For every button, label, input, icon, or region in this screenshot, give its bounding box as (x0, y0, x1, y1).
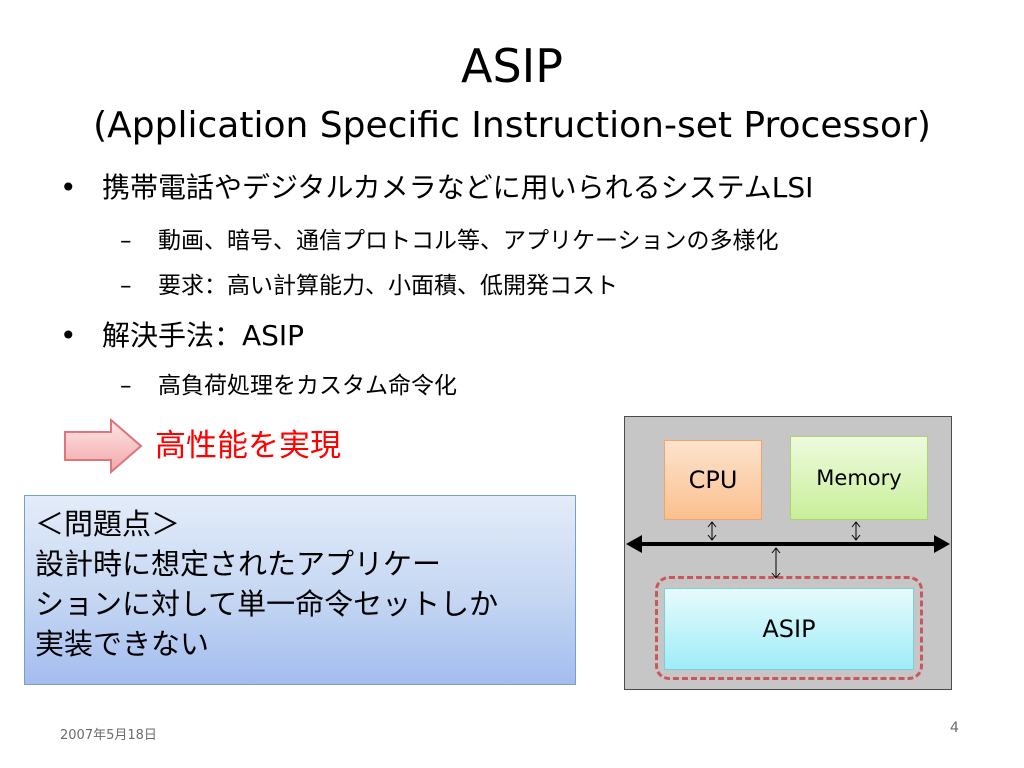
cpu-block: CPU (664, 440, 762, 520)
subbullet-text: 動画、暗号、通信プロトコル等、アプリケーションの多様化 (158, 228, 779, 254)
asip-block: ASIP (664, 588, 914, 670)
cpu-label: CPU (688, 466, 738, 494)
bus-connections (626, 521, 950, 579)
system-bus-arrow (626, 535, 950, 553)
problem-box: ＜問題点＞ 設計時に想定されたアプリケー ションに対して単一命令セットしか 実装… (24, 495, 576, 685)
problem-line: ションに対して単一命令セットしか (35, 587, 499, 621)
subbullet-requirements: – 要求：高い計算能力、小面積、低開発コスト (120, 266, 618, 300)
subbullet-text: 要求：高い計算能力、小面積、低開発コスト (158, 273, 618, 299)
slide-title: ASIP (461, 39, 563, 93)
subbullet-mark: – (120, 228, 132, 254)
cpu-bus-link-arrow (707, 521, 717, 541)
subbullet-mark: – (120, 373, 132, 399)
problem-heading: ＜問題点＞ (35, 507, 181, 541)
architecture-diagram: CPU Memory ASIP (624, 416, 952, 690)
problem-line: 実装できない (35, 627, 210, 661)
bullet-text: 携帯電話やデジタルカメラなどに用いられるシステムLSI (102, 171, 814, 204)
subbullet-text: 高負荷処理をカスタム命令化 (158, 373, 457, 399)
bullet-mark: • (60, 319, 77, 352)
memory-label: Memory (816, 466, 902, 490)
problem-line: 設計時に想定されたアプリケー (35, 547, 442, 581)
memory-bus-link-arrow (851, 521, 861, 541)
asip-bus-link-arrow (771, 547, 781, 579)
bullet-text: 解決手法：ASIP (102, 319, 305, 352)
bullet-solution: • 解決手法：ASIP (60, 314, 304, 354)
subbullet-mark: – (120, 273, 132, 299)
subbullet-custom-instructions: – 高負荷処理をカスタム命令化 (120, 366, 457, 400)
asip-dashed-outline (655, 576, 923, 680)
subbullet-diversification: – 動画、暗号、通信プロトコル等、アプリケーションの多様化 (120, 221, 779, 255)
bullet-systemlsi: • 携帯電話やデジタルカメラなどに用いられるシステムLSI (60, 166, 813, 206)
right-arrow-icon (64, 418, 143, 474)
footer-date: 2007年5月18日 (60, 728, 157, 743)
bullet-mark: • (60, 171, 77, 204)
page-number: 4 (950, 720, 959, 736)
slide-subtitle: (Application Specific Instruction-set Pr… (93, 105, 931, 146)
result-text: 高性能を実現 (155, 428, 341, 464)
memory-block: Memory (790, 436, 928, 520)
asip-label: ASIP (762, 615, 816, 643)
